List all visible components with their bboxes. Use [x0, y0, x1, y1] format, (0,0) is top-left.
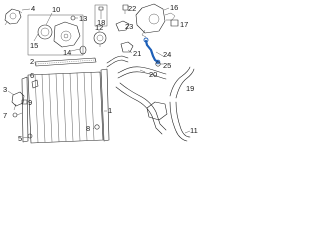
- callout-10: 10: [52, 5, 60, 14]
- callout-7: 7: [3, 111, 7, 120]
- callout-4: 4: [31, 4, 35, 13]
- callout-5: 5: [18, 134, 22, 143]
- part-5-clip: [27, 133, 33, 139]
- coolant-pipework: [106, 55, 167, 135]
- part-6-mount: [31, 79, 39, 89]
- part-2-upper-tank: [34, 57, 97, 67]
- part-17-sensor: [170, 19, 179, 27]
- inset-box-left: [27, 14, 84, 56]
- callout-17: 17: [180, 20, 188, 29]
- part-21-bracket: [120, 41, 134, 53]
- callout-2: 2: [30, 57, 34, 66]
- part-13-bolt: [70, 15, 78, 21]
- callout-23: 23: [125, 22, 133, 31]
- part-14-o-ring: [79, 45, 87, 55]
- part-11-lower-hose: [146, 101, 191, 142]
- part-18-bolt: [98, 6, 104, 19]
- part-23-bracket: [115, 20, 130, 32]
- callout-12: 12: [95, 23, 103, 32]
- callout-8: 8: [86, 124, 90, 133]
- part-25-bolt: [155, 61, 163, 67]
- callout-13: 13: [79, 14, 87, 23]
- part-19-hose: [169, 66, 195, 99]
- part-9-cap: [21, 99, 28, 105]
- callout-3: 3: [3, 85, 7, 94]
- part-20-hose: [117, 66, 167, 80]
- callout-16: 16: [170, 3, 178, 12]
- part-4-housing: [4, 8, 23, 26]
- inset-box-18: [94, 4, 108, 27]
- callout-21: 21: [133, 49, 141, 58]
- callout-24: 24: [163, 50, 171, 59]
- callout-22: 22: [128, 4, 136, 13]
- part-1-radiator: [21, 68, 110, 144]
- callout-15: 15: [30, 41, 38, 50]
- callout-11: 11: [190, 126, 198, 135]
- part-24-water-pipe: [143, 37, 161, 65]
- callout-20: 20: [149, 70, 157, 79]
- part-22-clamp: [122, 4, 129, 14]
- callout-1: 1: [108, 106, 112, 115]
- callout-25: 25: [163, 61, 171, 70]
- callout-6: 6: [30, 71, 34, 80]
- callout-9: 9: [28, 98, 32, 107]
- parts-diagram: 4 15 10 13 18 12 14 22: [3, 3, 198, 144]
- part-3-bracket: [11, 91, 25, 111]
- part-7-bolt: [12, 112, 23, 118]
- part-10-gasket: [37, 24, 53, 40]
- part-8-mount: [94, 124, 100, 130]
- callout-14: 14: [63, 48, 71, 57]
- part-16-valve-housing: [135, 3, 176, 38]
- callout-19: 19: [186, 84, 194, 93]
- part-12-thermostat: [93, 31, 107, 47]
- part-13-pump-body: [53, 21, 81, 48]
- callout-18: 18: [97, 18, 105, 27]
